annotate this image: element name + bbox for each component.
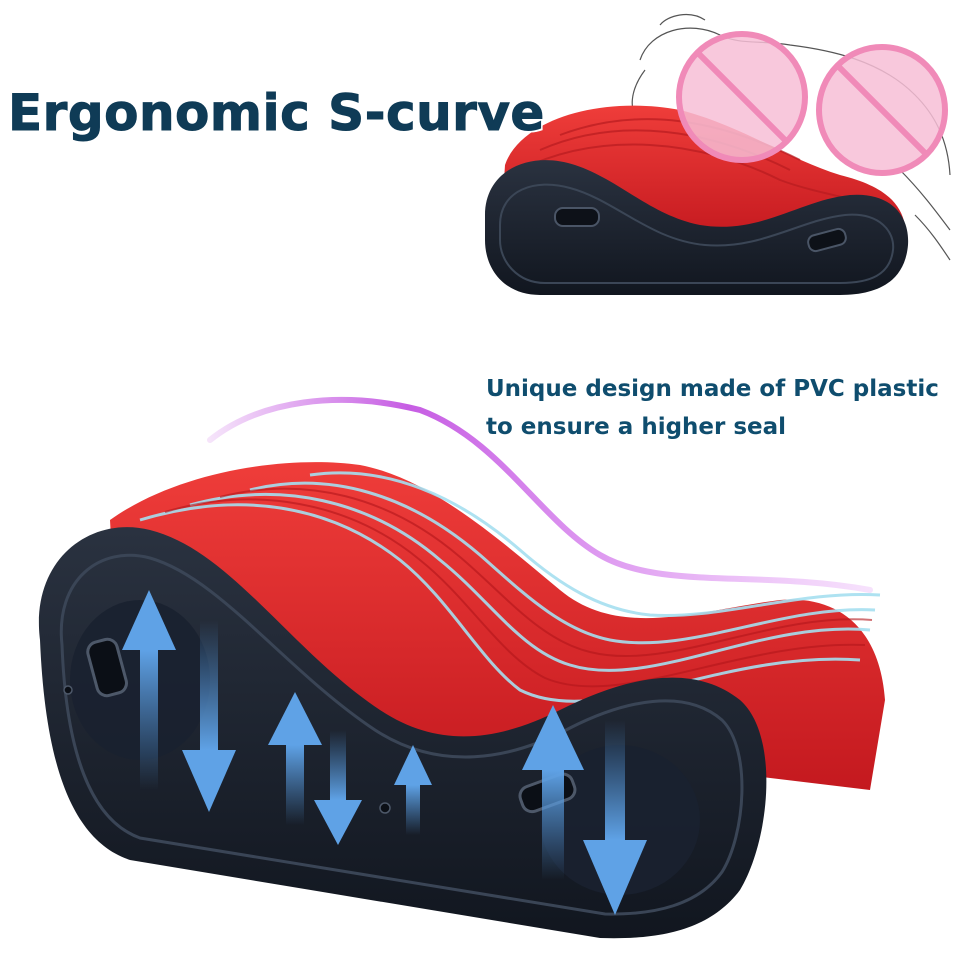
air-valve-icon <box>554 207 600 227</box>
censor-circle-icon <box>816 44 948 176</box>
up-arrow-icon <box>268 692 322 825</box>
censor-circle-icon <box>676 31 808 163</box>
thumbnail-product <box>485 13 951 295</box>
pressure-arrows <box>122 590 647 915</box>
up-arrow-icon <box>522 705 584 880</box>
up-arrow-icon <box>394 745 432 835</box>
main-product <box>38 462 885 939</box>
thumbnail-cushion-base <box>485 160 909 295</box>
caption-line-1: Unique design made of PVC plastic <box>486 376 939 402</box>
down-arrow-icon <box>583 720 647 915</box>
feature-caption: Unique design made of PVC plastic to ens… <box>486 370 939 446</box>
up-arrow-icon <box>122 590 176 790</box>
s-curve-wave-icon <box>207 397 873 593</box>
caption-line-2: to ensure a higher seal <box>486 414 787 440</box>
down-arrow-icon <box>182 620 236 812</box>
air-valve-icon <box>807 227 847 253</box>
down-arrow-icon <box>314 730 362 845</box>
air-valve-icon <box>86 637 128 698</box>
headline-title: Ergonomic S-curve <box>8 84 545 143</box>
